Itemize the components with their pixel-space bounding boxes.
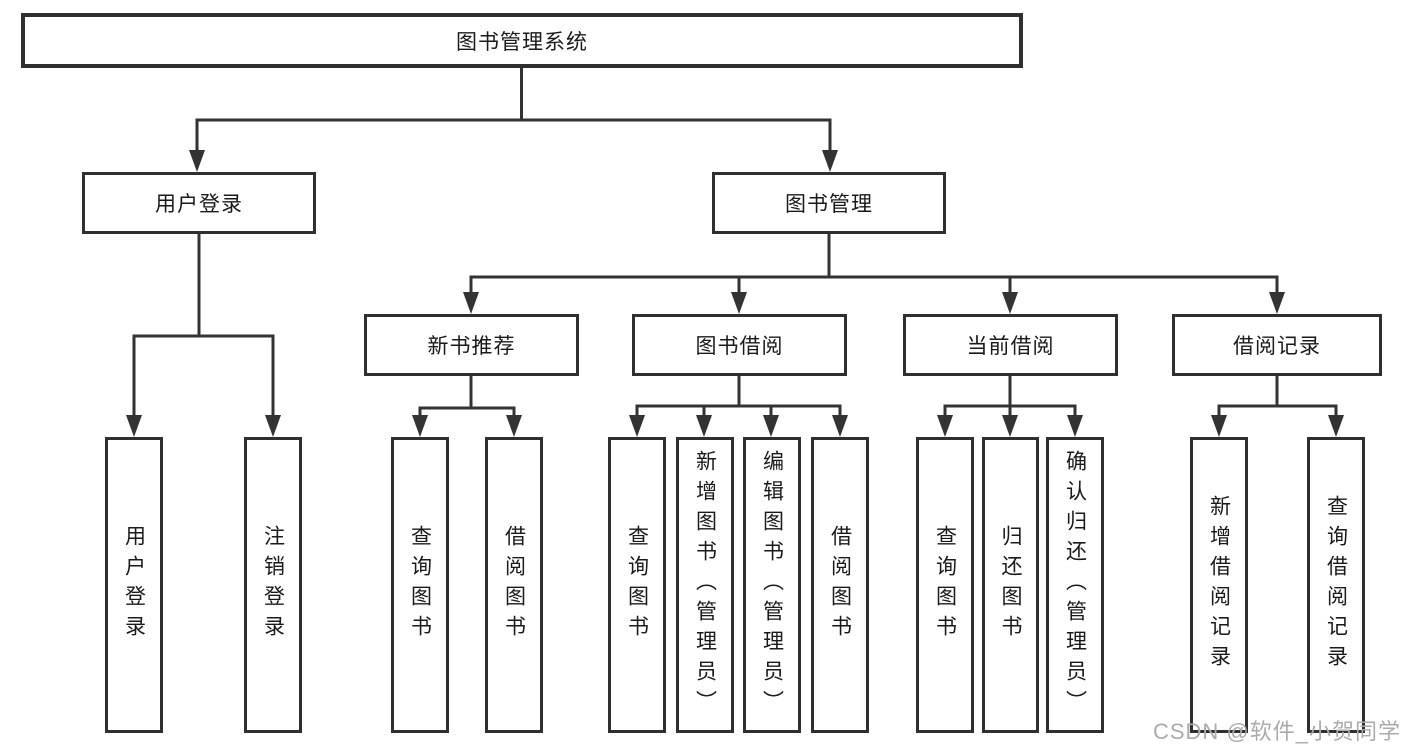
connector-new-book-children (418, 374, 516, 421)
node-borrowing-records: 借阅记录 (1172, 314, 1382, 376)
leaf-borrow-books-borrowing-label: 借阅图书 (828, 525, 852, 645)
leaf-edit-books-admin: 编辑图书（管理员） (743, 437, 801, 733)
leaf-return-books: 归还图书 (982, 437, 1039, 733)
node-book-management: 图书管理 (712, 172, 946, 234)
leaf-add-borrow-record-label: 新增借阅记录 (1207, 495, 1231, 675)
leaf-confirm-return-admin-label: 确认归还（管理员） (1063, 450, 1087, 720)
leaf-query-books-borrowing-label: 查询图书 (625, 525, 649, 645)
leaf-query-books-borrowing: 查询图书 (608, 437, 666, 733)
connector-book-borrowing-children (635, 374, 842, 421)
connector-book-management-children (469, 232, 1279, 299)
leaf-query-borrow-record: 查询借阅记录 (1307, 437, 1365, 733)
leaf-add-borrow-record: 新增借阅记录 (1190, 437, 1248, 733)
node-new-book-recommendation: 新书推荐 (364, 314, 579, 376)
connector-user-login-children (132, 232, 275, 421)
leaf-borrow-books-borrowing: 借阅图书 (811, 437, 869, 733)
leaf-return-books-label: 归还图书 (999, 525, 1022, 645)
leaf-query-books-recommend: 查询图书 (391, 437, 449, 733)
leaf-add-books-admin-label: 新增图书（管理员） (693, 450, 717, 720)
arrowheads (126, 150, 1344, 437)
connector-root-to-level2 (195, 66, 832, 156)
node-book-borrowing: 图书借阅 (632, 314, 847, 376)
node-library-management-system: 图书管理系统 (21, 13, 1023, 68)
leaf-logout-login: 注销登录 (244, 437, 302, 733)
node-user-login: 用户登录 (82, 172, 316, 234)
connector-current-borrowing-children (943, 374, 1077, 421)
leaf-edit-books-admin-label: 编辑图书（管理员） (760, 450, 784, 720)
leaf-borrow-books-recommend: 借阅图书 (485, 437, 543, 733)
watermark-text: CSDN @软件_小贺同学 (1152, 719, 1401, 744)
leaf-user-login: 用户登录 (105, 437, 163, 733)
leaf-add-books-admin: 新增图书（管理员） (676, 437, 734, 733)
leaf-borrow-books-recommend-label: 借阅图书 (502, 525, 526, 645)
leaf-user-login-label: 用户登录 (122, 525, 146, 645)
node-current-borrowing: 当前借阅 (903, 314, 1118, 376)
leaf-query-borrow-record-label: 查询借阅记录 (1324, 495, 1348, 675)
leaf-query-books-current-label: 查询图书 (933, 525, 957, 645)
leaf-query-books-recommend-label: 查询图书 (408, 525, 432, 645)
leaf-logout-login-label: 注销登录 (261, 525, 285, 645)
leaf-query-books-current: 查询图书 (916, 437, 974, 733)
connector-borrowing-records-children (1217, 374, 1338, 421)
leaf-confirm-return-admin: 确认归还（管理员） (1046, 437, 1104, 733)
